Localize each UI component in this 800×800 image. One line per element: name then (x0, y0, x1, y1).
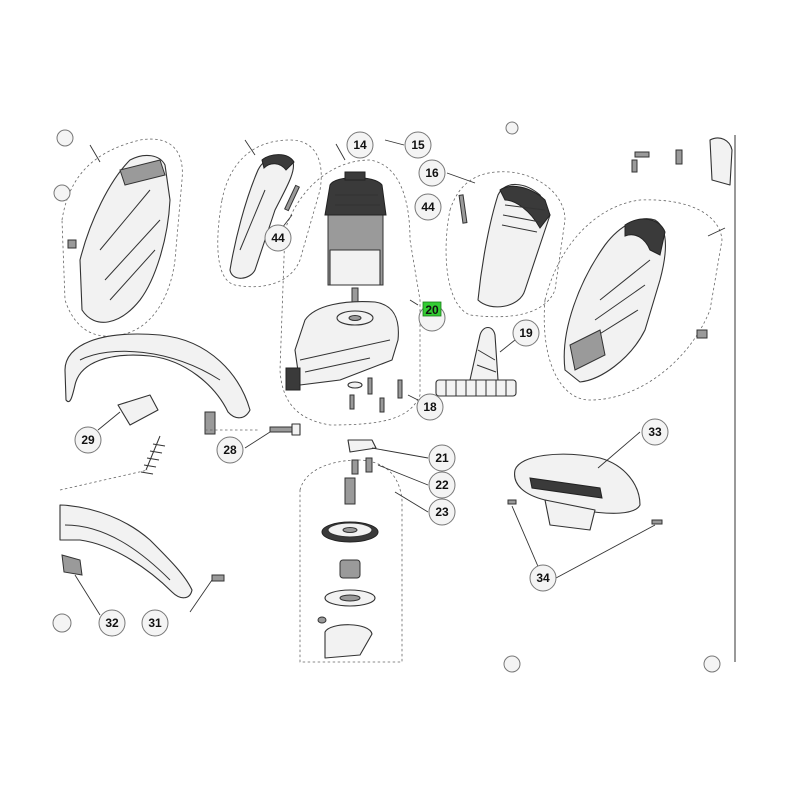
svg-text:29: 29 (81, 433, 95, 447)
leader-22 (377, 464, 429, 486)
left-housing-part (67, 154, 171, 323)
svg-text:34: 34 (536, 571, 550, 585)
lower-guard-part (59, 504, 225, 599)
group-outline-handle (217, 139, 322, 288)
leader-20 (409, 299, 419, 306)
svg-text:19: 19 (519, 326, 533, 340)
svg-text:33: 33 (648, 425, 662, 439)
callout-16: 16 (418, 159, 446, 187)
guard-part (64, 333, 251, 435)
partial-callout-left (53, 184, 71, 202)
small-screws-top-right (631, 137, 733, 186)
leader-28 (244, 431, 271, 449)
leader-16 (446, 172, 476, 184)
partial-callout-bottom-left (52, 613, 72, 633)
svg-text:31: 31 (148, 616, 162, 630)
partial-callout-top-center (505, 121, 519, 135)
motor-part (324, 171, 387, 303)
leader-15 (384, 139, 405, 146)
leader-32 (74, 574, 101, 616)
svg-text:28: 28 (223, 443, 237, 457)
comb-bar-part (435, 326, 517, 397)
motor-base-part (285, 301, 399, 391)
pin-part-left (284, 184, 300, 212)
pin-part-right (458, 194, 468, 224)
spring-part (140, 435, 166, 475)
screws-part (347, 377, 403, 413)
group-outline-motor (279, 159, 421, 426)
callout-21: 21 (428, 444, 456, 472)
svg-text:15: 15 (411, 138, 425, 152)
group-outline-left-housing (61, 138, 183, 337)
callout-44-left: 44 (264, 224, 292, 252)
leader-33 (597, 431, 641, 469)
leader-left-housing (89, 144, 101, 163)
callout-32: 32 (98, 609, 126, 637)
group-outline-gearbox (299, 459, 403, 663)
partial-callout-bottom-center (503, 655, 521, 673)
callout-14: 14 (346, 131, 374, 159)
leader-23 (394, 491, 429, 513)
leader-14 (335, 143, 346, 161)
callout-29: 29 (74, 426, 102, 454)
screw-28-part (269, 423, 301, 436)
callout-18: 18 (416, 393, 444, 421)
group-outline-grip (445, 171, 566, 318)
svg-text:22: 22 (435, 478, 449, 492)
leader-handle (244, 139, 256, 156)
partial-callout-top-left (56, 129, 74, 147)
svg-text:16: 16 (425, 166, 439, 180)
callout-23: 23 (428, 498, 456, 526)
leader-31 (189, 579, 213, 613)
callout-19: 19 (512, 319, 540, 347)
leader-21 (371, 447, 429, 459)
callout-20-highlighted: 20 (418, 301, 446, 332)
dash-guard-link (59, 469, 149, 491)
leader-19 (499, 339, 516, 353)
blade-cover-part (507, 453, 663, 531)
group-outline-right-housing (543, 199, 723, 401)
callout-44-right: 44 (414, 193, 442, 221)
svg-text:21: 21 (435, 451, 449, 465)
svg-text:18: 18 (423, 400, 437, 414)
leader-34b (555, 524, 656, 579)
svg-text:14: 14 (353, 138, 367, 152)
leader-18 (407, 394, 419, 401)
handle-part (229, 154, 295, 279)
leader-right-housing (707, 227, 726, 237)
svg-text:44: 44 (271, 231, 285, 245)
gearbox-stack-part (317, 439, 379, 659)
right-housing-part (563, 218, 708, 383)
grip-cover-part (477, 183, 551, 308)
callout-22: 22 (428, 471, 456, 499)
svg-text:20: 20 (425, 303, 439, 317)
callout-28: 28 (216, 436, 244, 464)
callout-31: 31 (141, 609, 169, 637)
svg-text:32: 32 (105, 616, 119, 630)
callout-34: 34 (529, 564, 557, 592)
callout-33: 33 (641, 418, 669, 446)
callout-15: 15 (404, 131, 432, 159)
leader-29 (97, 411, 121, 431)
svg-text:44: 44 (421, 200, 435, 214)
svg-text:23: 23 (435, 505, 449, 519)
partial-callout-bottom-right (703, 655, 721, 673)
